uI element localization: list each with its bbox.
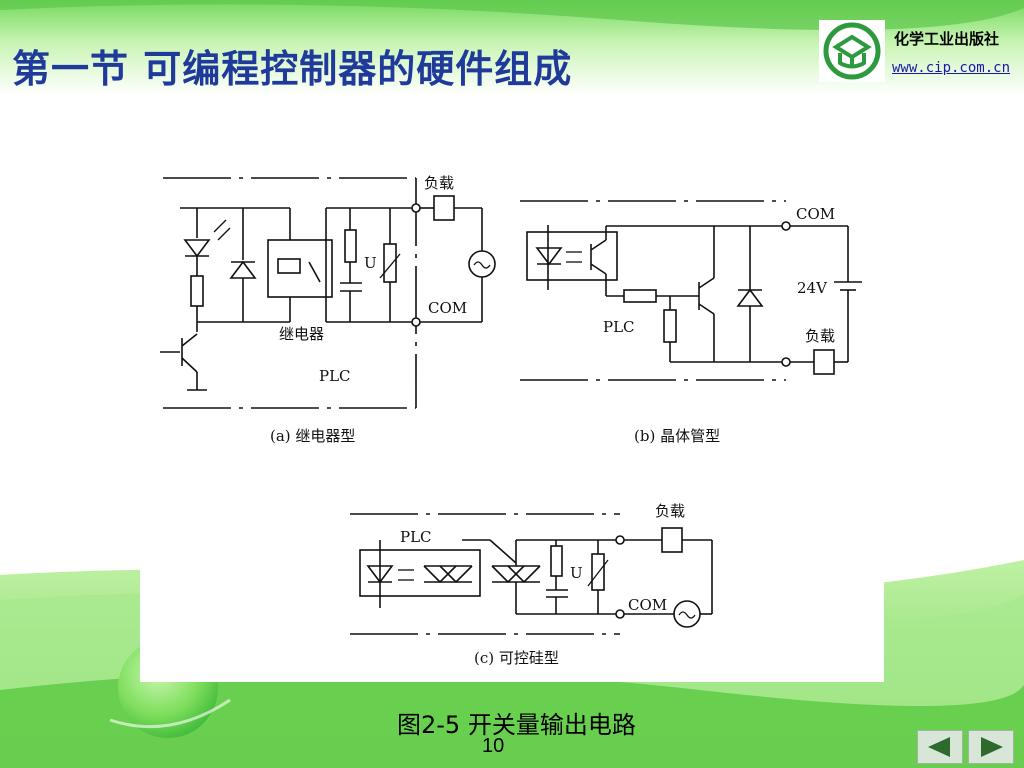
thyristor-plc-label: PLC [400,528,432,546]
diagram-panel: 继电器 PLC U [140,120,884,682]
transistor-com-label: COM [796,205,835,223]
publisher-logo [819,20,885,82]
publisher-website-link[interactable]: www.cip.com.cn [892,60,1011,76]
prev-icon [928,737,950,757]
previous-slide-button[interactable] [917,730,963,764]
thyristor-caption: (c) 可控硅型 [474,649,559,667]
thyristor-load-label: 负载 [655,502,685,520]
figure-caption: 图2-5 开关量输出电路 [397,711,636,739]
relay-load-label: 负载 [424,174,454,192]
transistor-caption: (b) 晶体管型 [634,427,720,445]
transistor-voltage-label: 24V [797,279,828,297]
publisher-name: 化学工业出版社 [894,30,1000,48]
next-slide-button[interactable] [968,730,1014,764]
transistor-plc-label: PLC [603,318,635,336]
relay-caption: (a) 继电器型 [270,427,355,445]
slide-title: 第一节 可编程控制器的硬件组成 [12,47,573,91]
output-circuit-diagram: 继电器 PLC U [160,174,862,667]
relay-output-circuit: 继电器 PLC U [160,174,496,445]
page-number: 10 [482,735,505,757]
transistor-output-circuit: PLC COM 24V 负载 (b) 晶体管型 [520,200,862,445]
thyristor-output-circuit: PLC U [350,502,713,667]
transistor-load-label: 负载 [805,327,835,345]
relay-plc-label: PLC [319,367,351,385]
thyristor-com-label: COM [628,596,667,614]
relay-u-label: U [364,254,377,272]
thyristor-u-label: U [570,564,583,582]
next-icon [981,737,1003,757]
relay-com-label: COM [428,299,467,317]
relay-label: 继电器 [279,325,324,343]
